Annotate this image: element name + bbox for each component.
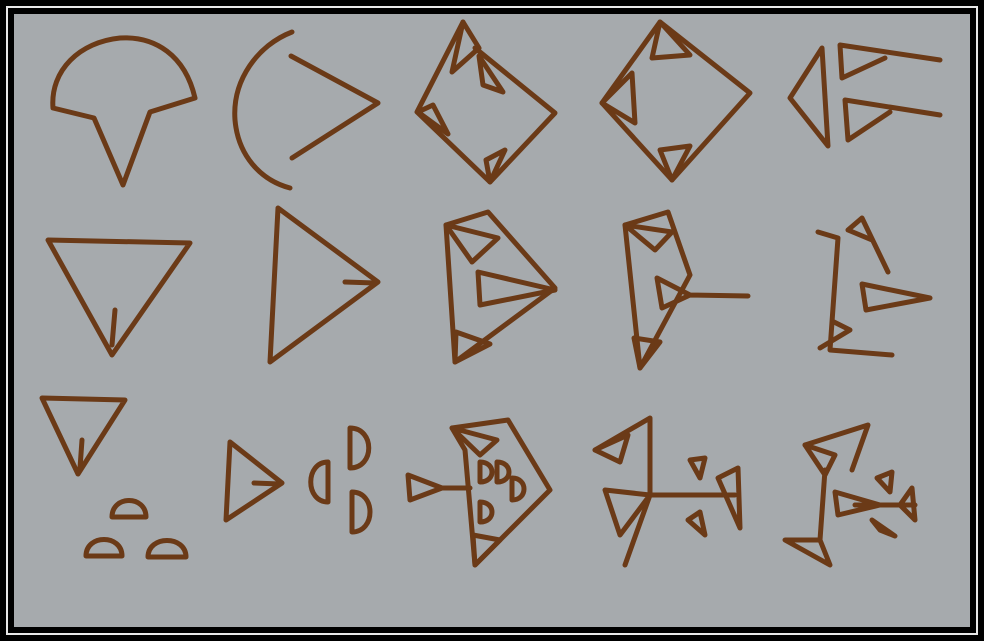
cuneiform-sign-r3c5 [785, 425, 915, 565]
cuneiform-sign-r1c1 [53, 38, 195, 185]
cuneiform-sign-r2c4 [625, 212, 748, 368]
cuneiform-sign-r3c1 [42, 398, 186, 557]
cuneiform-sign-r3c3 [408, 420, 550, 565]
cuneiform-sign-r2c5 [818, 218, 930, 355]
cuneiform-sign-r1c2 [235, 32, 378, 188]
cuneiform-sign-r1c3 [417, 22, 555, 182]
cuneiform-sign-r3c2 [226, 428, 370, 532]
cuneiform-sign-r2c3 [446, 212, 555, 362]
cuneiform-sign-r1c4 [602, 22, 750, 180]
cuneiform-sign-r2c2 [270, 208, 378, 362]
cuneiform-sign-r2c1 [48, 240, 190, 355]
cuneiform-sign-r1c5 [790, 45, 940, 146]
cuneiform-sign-r3c4 [595, 418, 740, 565]
